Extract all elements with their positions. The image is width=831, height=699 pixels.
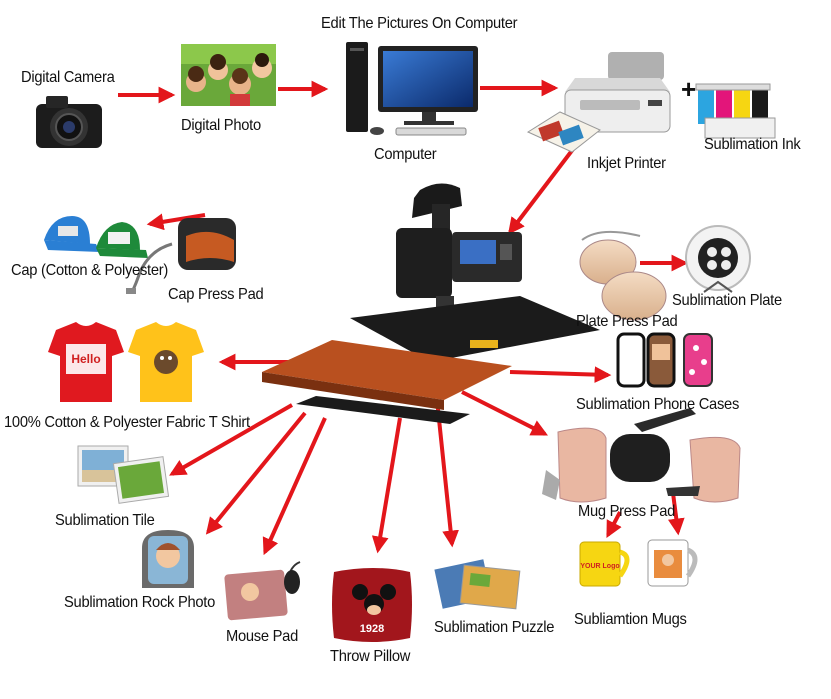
label-tshirt: 100% Cotton & Polyester Fabric T Shirt xyxy=(4,414,250,431)
computer-image xyxy=(346,42,478,136)
label-computer: Computer xyxy=(374,146,437,163)
mugs-image: YOUR Logo xyxy=(579,539,698,587)
inkjet-printer-image xyxy=(526,52,671,153)
label-mugs: Subliamtion Mugs xyxy=(574,611,687,628)
arrow-press-to-mug-pad xyxy=(461,390,548,436)
label-sublimation-tile: Sublimation Tile xyxy=(55,512,155,529)
plate-press-pad-image xyxy=(579,230,667,321)
label-throw-pillow: Throw Pillow xyxy=(330,648,411,665)
arrow-press-to-pillow xyxy=(371,417,402,554)
arrow-mug-pad-to-mug2 xyxy=(667,492,685,536)
sublimation-plate-image xyxy=(685,225,751,293)
cap-images xyxy=(44,216,148,258)
throw-pillow-image: 1928 xyxy=(332,568,412,642)
sublimation-puzzle-image xyxy=(434,559,521,610)
sublimation-ink-image xyxy=(695,83,776,139)
mug-press-pad-image xyxy=(542,408,741,503)
label-inkjet-printer: Inkjet Printer xyxy=(587,155,666,172)
digital-camera-image xyxy=(36,96,102,148)
heat-press-machine-image xyxy=(262,183,600,424)
label-plate-press-pad: Plate Press Pad xyxy=(576,313,678,330)
arrow-press-to-tile xyxy=(169,403,293,476)
arrow-press-to-puzzle xyxy=(435,399,459,548)
label-digital-photo: Digital Photo xyxy=(181,117,261,134)
label-digital-camera: Digital Camera xyxy=(21,69,115,86)
label-sublimation-ink: Sublimation Ink xyxy=(704,136,801,153)
label-mouse-pad: Mouse Pad xyxy=(226,628,298,645)
label-cap: Cap (Cotton & Polyester) xyxy=(11,262,169,279)
sublimation-tile-images xyxy=(77,445,170,504)
label-puzzle: Sublimation Puzzle xyxy=(434,619,555,636)
label-sublimation-plate: Sublimation Plate xyxy=(672,292,782,309)
digital-photo-image xyxy=(181,44,276,106)
label-phone-cases: Sublimation Phone Cases xyxy=(576,396,740,413)
pillow-print-text: 1928 xyxy=(360,623,384,635)
flow-arrows xyxy=(118,79,689,556)
mug-print-text: YOUR Logo xyxy=(580,563,619,570)
mouse-pad-image xyxy=(224,561,301,621)
rock-photo-image xyxy=(142,530,194,588)
phone-case-images xyxy=(616,332,713,388)
tshirt-print-text: Hello xyxy=(71,352,100,366)
cap-press-pad-image xyxy=(126,218,236,294)
label-mug-press-pad: Mug Press Pad xyxy=(578,503,676,520)
arrow-printer-to-press xyxy=(507,138,582,235)
arrow-mug-pad-to-mug1 xyxy=(606,511,622,538)
label-rock-photo: Sublimation Rock Photo xyxy=(64,594,216,611)
arrow-press-to-rock xyxy=(205,411,307,535)
label-cap-press-pad: Cap Press Pad xyxy=(168,286,264,303)
plus-sign: + xyxy=(681,74,696,104)
arrow-press-to-phone-cases xyxy=(509,366,612,383)
arrow-press-to-mousepad xyxy=(262,417,327,556)
label-edit-pictures: Edit The Pictures On Computer xyxy=(321,15,518,32)
arrow-press-to-cap-pad xyxy=(146,213,206,231)
tshirt-images: Hello xyxy=(48,322,204,402)
